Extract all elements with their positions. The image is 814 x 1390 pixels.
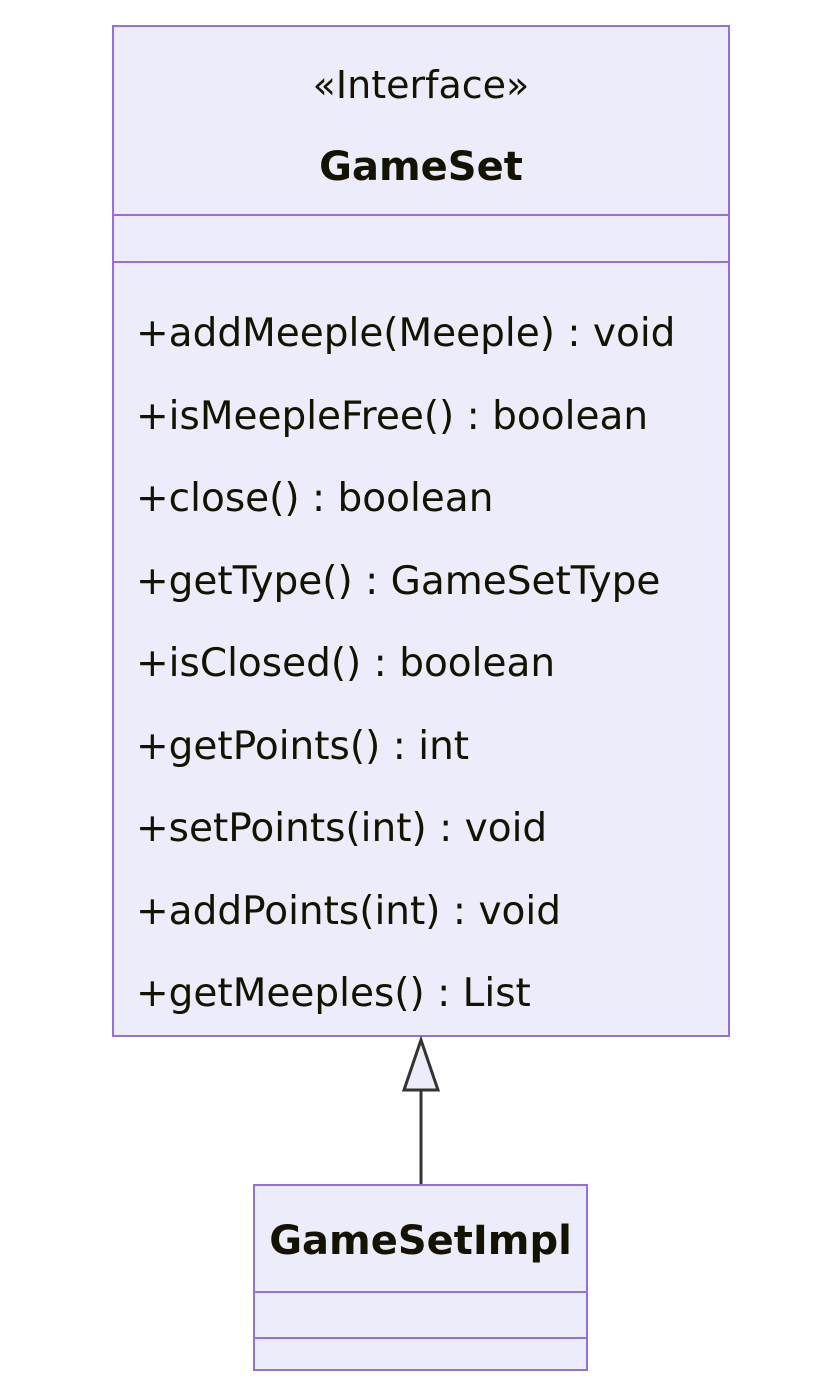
method-is-closed: +isClosed() : boolean xyxy=(136,641,556,686)
realization-arrowhead xyxy=(401,1035,441,1092)
method-add-points: +addPoints(int) : void xyxy=(136,888,561,934)
method-is-meeple-free: +isMeepleFree() : boolean xyxy=(136,393,649,439)
methods-compartment: +addMeeple(Meeple) : void +isMeepleFree(… xyxy=(136,293,675,1036)
attributes-compartment xyxy=(114,216,728,263)
class-header: «Interface» GameSet xyxy=(114,27,728,216)
method-get-meeples: +getMeeples() : List xyxy=(136,971,531,1016)
gameset-interface-class: «Interface» GameSet +addMeeple(Meeple) :… xyxy=(112,25,730,1037)
impl-class-header: GameSetImpl xyxy=(255,1186,586,1293)
gameset-impl-class: GameSetImpl xyxy=(253,1184,588,1371)
interface-class-name: GameSet xyxy=(319,144,523,190)
method-add-meeple: +addMeeple(Meeple) : void xyxy=(136,311,676,356)
method-set-points: +setPoints(int) : void xyxy=(136,806,548,851)
method-close: +close() : boolean xyxy=(136,476,494,521)
interface-stereotype: «Interface» xyxy=(312,63,530,107)
method-get-points: +getPoints() : int xyxy=(136,723,470,769)
method-get-type: +getType() : GameSetType xyxy=(136,558,661,604)
impl-attributes-compartment xyxy=(255,1293,586,1339)
impl-class-name: GameSetImpl xyxy=(269,1218,572,1264)
